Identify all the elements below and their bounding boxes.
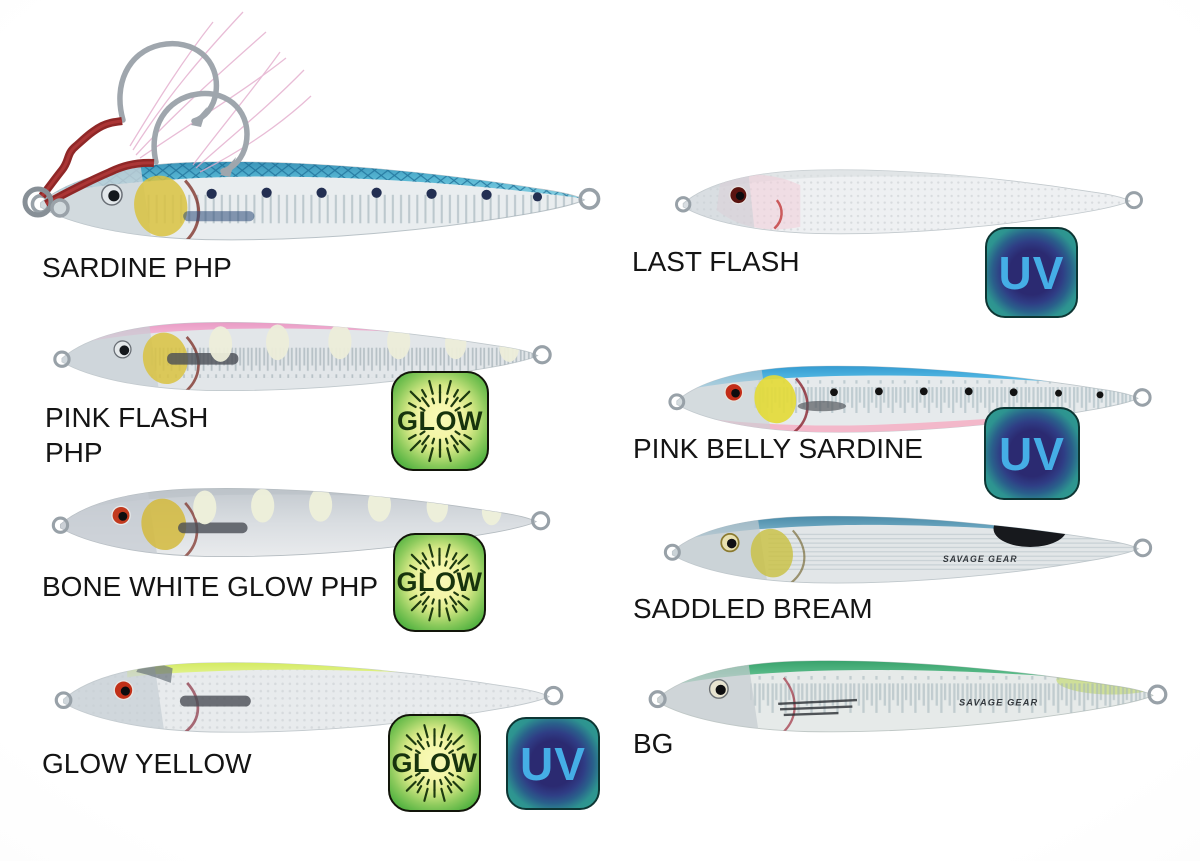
glow-rays-icon — [407, 379, 473, 463]
assist-hooks-icon — [22, 11, 312, 218]
tail-eyelet — [1147, 684, 1168, 705]
nose-eyelet — [648, 690, 667, 709]
lure-image-last-flash — [675, 169, 1143, 235]
lure-image-glow-yellow — [54, 662, 564, 733]
tail-eyelet — [1133, 538, 1153, 558]
tail-eyelet — [531, 511, 551, 531]
lure-image-saddled-bream: SAVAGE GEAR — [663, 515, 1153, 584]
product-label: SARDINE PHP — [42, 252, 232, 283]
glow-rays-icon — [409, 543, 470, 622]
product-label: LAST FLASH — [632, 246, 800, 277]
saddle-spot — [993, 516, 1067, 548]
lure-image-bone-white-glow-php — [51, 488, 551, 558]
product-label: BG — [633, 728, 674, 759]
tail-eyelet — [578, 187, 601, 210]
split-ring — [50, 198, 70, 218]
pectoral-fin-lines — [778, 698, 858, 717]
nose-eyelet — [668, 393, 686, 411]
nose-eyelet — [663, 543, 681, 561]
lure-image-pink-flash-php — [53, 322, 552, 392]
glow-badge: GLOW — [393, 533, 486, 632]
uv-badge: UV — [984, 407, 1080, 500]
glow-badge-label: GLOW — [397, 405, 483, 436]
solid-ring — [22, 186, 54, 218]
dots — [830, 387, 1104, 399]
glow-badge-label: GLOW — [391, 747, 478, 778]
product-label: SADDLED BREAM — [633, 593, 873, 624]
product-label: BONE WHITE GLOW PHP — [42, 571, 379, 602]
uv-badge-label: UV — [520, 737, 586, 790]
tail-eyelet — [1124, 191, 1143, 210]
glow-badge: GLOW — [388, 714, 481, 812]
uv-badge-label: UV — [998, 246, 1065, 299]
tail-eyelet — [1133, 388, 1152, 407]
brand-mark-text: SAVAGE GEAR — [943, 554, 1018, 564]
flash-fibers — [129, 11, 312, 173]
glow-badge-label: GLOW — [396, 567, 483, 597]
brand-mark-text: SAVAGE GEAR — [959, 698, 1038, 708]
tail-eyelet — [532, 345, 552, 365]
glow-rays-icon — [404, 724, 465, 802]
tail-eyelet — [543, 685, 564, 706]
uv-badge-label: UV — [999, 427, 1065, 480]
hook — [117, 41, 250, 174]
glow-badge: GLOW — [391, 371, 489, 471]
lure-image-bg: SAVAGE GEAR — [648, 660, 1168, 733]
nose-eyelet — [51, 516, 70, 534]
uv-badge: UV — [506, 717, 600, 810]
product-label: PINK BELLY SARDINE — [633, 433, 923, 464]
nose-eyelet — [675, 196, 692, 213]
lure-image-sardine-php — [30, 161, 601, 241]
nose-eyelet — [54, 691, 73, 710]
product-label: GLOW YELLOW — [42, 748, 252, 779]
nose-eyelet — [53, 350, 71, 368]
uv-badge: UV — [985, 227, 1078, 318]
